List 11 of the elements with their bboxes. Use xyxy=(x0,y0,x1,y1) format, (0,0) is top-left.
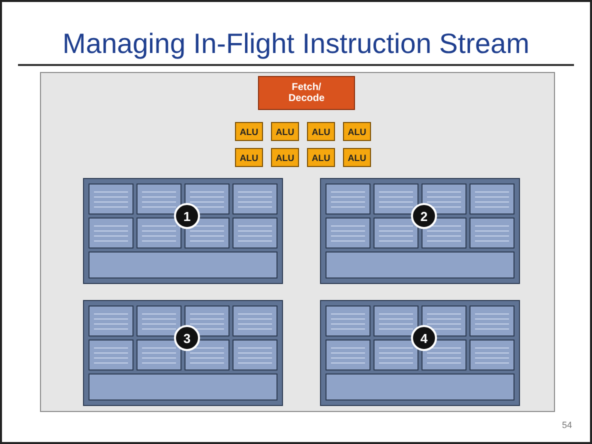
alu-box: ALU xyxy=(307,148,335,167)
alu-box: ALU xyxy=(271,148,299,167)
alu-box: ALU xyxy=(235,122,263,141)
alu-box: ALU xyxy=(343,148,371,167)
fetch-decode-box: Fetch/ Decode xyxy=(258,76,355,110)
alu-box: ALU xyxy=(307,122,335,141)
slide-title: Managing In-Flight Instruction Stream xyxy=(62,28,530,60)
alu-box: ALU xyxy=(343,122,371,141)
alu-box: ALU xyxy=(271,122,299,141)
alu-box: ALU xyxy=(235,148,263,167)
page-number: 54 xyxy=(562,420,572,430)
